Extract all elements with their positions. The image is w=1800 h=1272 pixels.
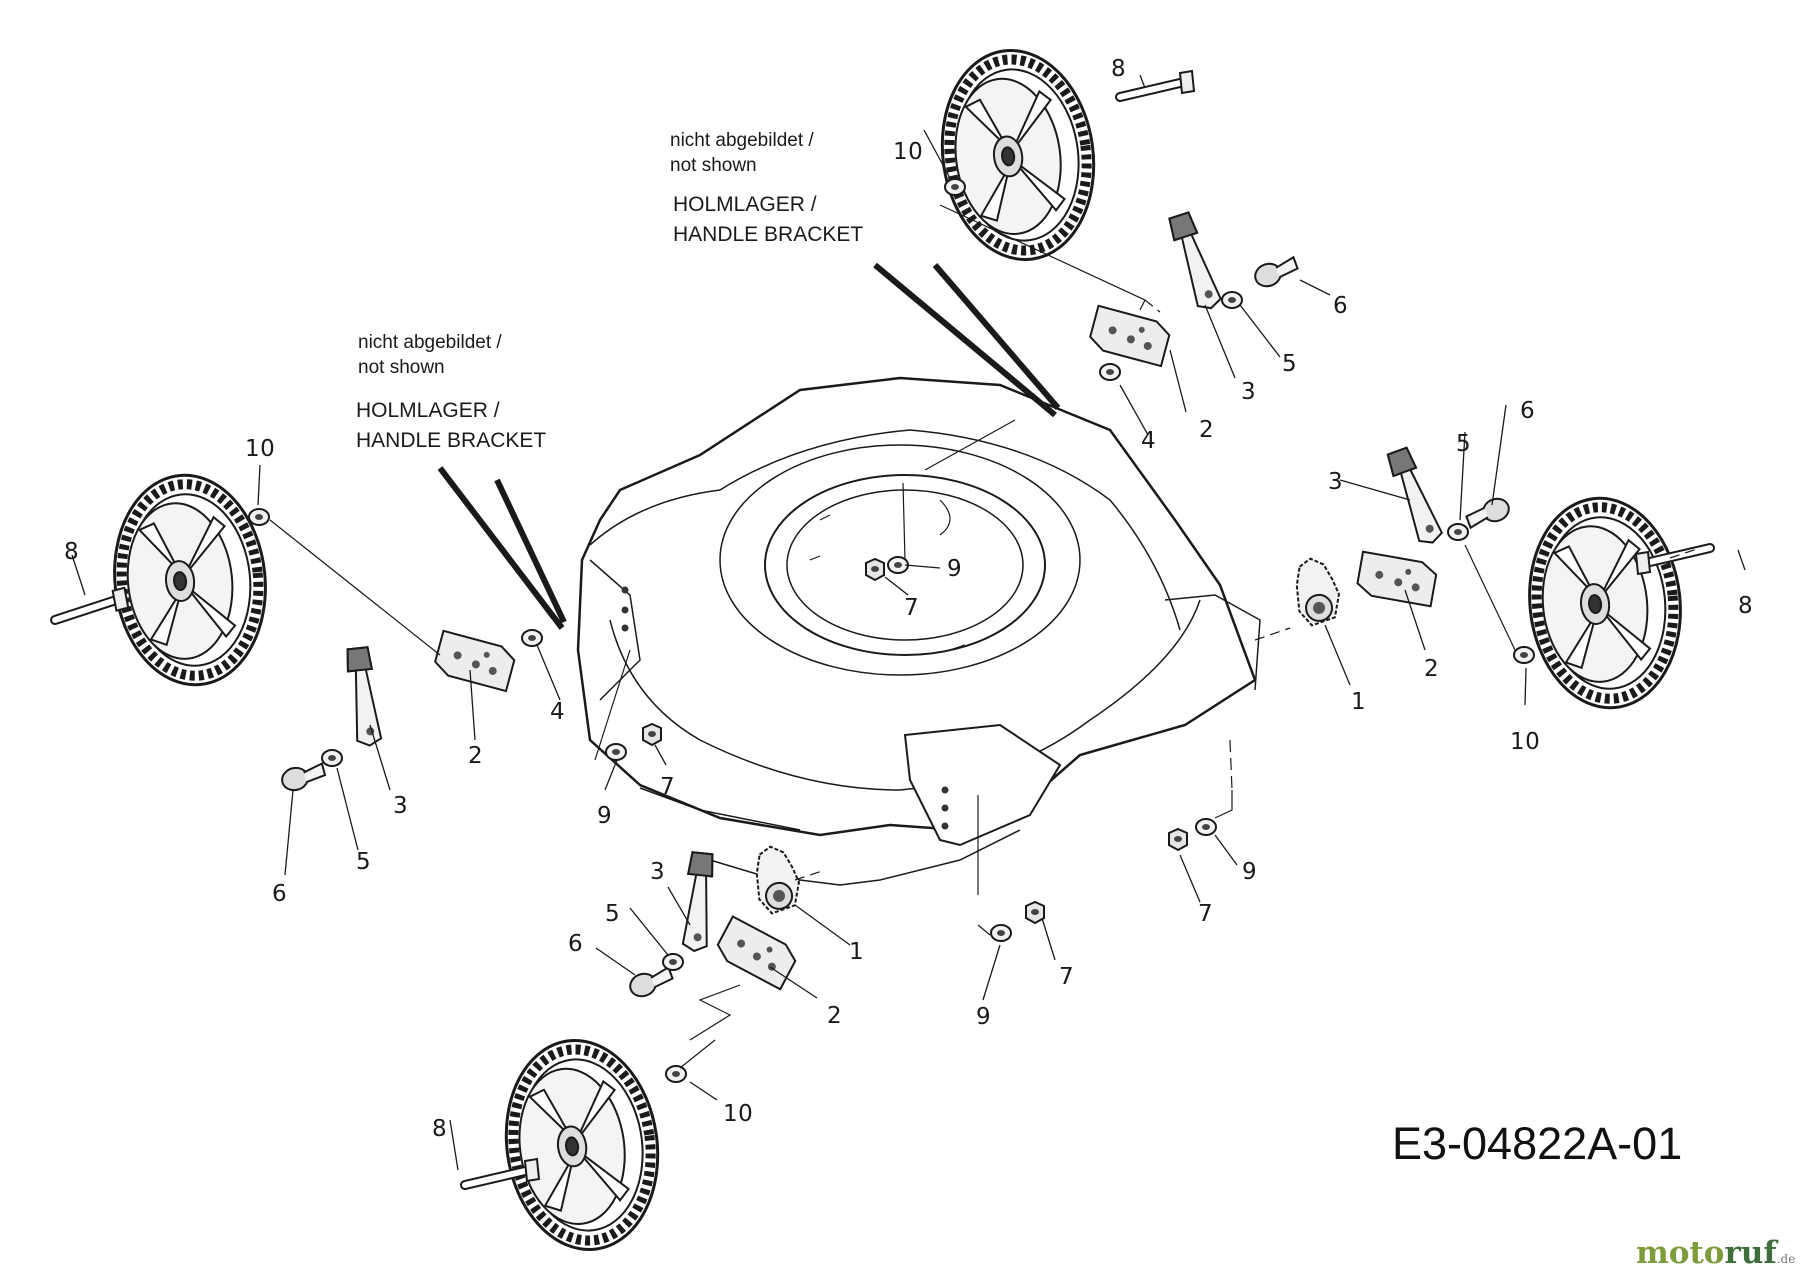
callout: 7 <box>1198 901 1214 927</box>
callout: 8 <box>432 1116 448 1142</box>
callout: 5 <box>356 849 372 875</box>
knob-screw <box>1463 494 1513 532</box>
not-shown-note-left: nicht abgebildet / not shown <box>358 330 502 380</box>
callout: 9 <box>597 803 613 829</box>
assembly-lines <box>269 204 1701 1069</box>
callout: 7 <box>904 595 920 621</box>
handle-bracket-note-right: HOLMLAGER / HANDLE BRACKET <box>673 190 863 250</box>
leader-lines <box>71 74 1746 1171</box>
note-line: not shown <box>670 155 757 176</box>
logo-part: .de <box>1776 1252 1796 1266</box>
not-shown-note-right: nicht abgebildet / not shown <box>670 128 814 178</box>
drawing-code: E3-04822A-01 <box>1392 1118 1683 1169</box>
callout: 4 <box>550 699 566 725</box>
wheel-front-right <box>1519 491 1690 716</box>
height-adjuster <box>1289 553 1345 629</box>
callout: 1 <box>849 939 865 965</box>
axle-bolt <box>465 1159 539 1185</box>
callout: 3 <box>393 793 409 819</box>
wheel-rear-right <box>929 41 1107 270</box>
note-line: nicht abgebildet / <box>358 332 502 353</box>
knob-screw <box>1251 253 1301 291</box>
axle-bolt <box>1120 71 1194 97</box>
height-lever <box>1166 210 1224 314</box>
height-lever <box>344 645 383 749</box>
note-pointers <box>437 262 1061 630</box>
callout: 2 <box>827 1003 843 1029</box>
callout: 4 <box>1141 428 1157 454</box>
callout: 10 <box>245 436 276 462</box>
logo-part: moto <box>1636 1235 1725 1271</box>
note-line: nicht abgebildet / <box>670 130 814 151</box>
callout: 8 <box>1738 593 1754 619</box>
callout: 2 <box>1424 656 1440 682</box>
callout: 9 <box>947 556 963 582</box>
callout: 8 <box>1111 56 1127 82</box>
note-line: HANDLE BRACKET <box>673 223 864 246</box>
callout: 9 <box>1242 859 1258 885</box>
mower-deck <box>576 376 1261 886</box>
note-line: HOLMLAGER / <box>673 193 817 216</box>
height-bracket <box>431 629 518 693</box>
wheel-front-left <box>493 1031 671 1260</box>
height-bracket <box>1354 550 1439 608</box>
callout: 10 <box>723 1101 754 1127</box>
callout: 3 <box>1241 379 1257 405</box>
note-line: HANDLE BRACKET <box>356 429 547 452</box>
height-adjuster <box>749 841 805 917</box>
callout: 6 <box>1520 398 1536 424</box>
motoruf-logo: motoruf.de <box>1636 1235 1795 1271</box>
knob-screw <box>278 759 328 794</box>
handle-bracket-note-left: HOLMLAGER / HANDLE BRACKET <box>356 396 546 456</box>
callout: 7 <box>1059 964 1075 990</box>
callout: 2 <box>468 743 484 769</box>
callout: 5 <box>605 901 621 927</box>
callout: 5 <box>1282 351 1298 377</box>
callout: 6 <box>568 931 584 957</box>
callout: 2 <box>1199 417 1215 443</box>
callout: 8 <box>64 539 80 565</box>
callout: 9 <box>976 1004 992 1030</box>
logo-part: ruf <box>1724 1235 1777 1271</box>
wheel-rear-left <box>104 468 275 693</box>
callout: 6 <box>1333 293 1349 319</box>
callout: 5 <box>1456 431 1472 457</box>
callout: 6 <box>272 881 288 907</box>
callout: 7 <box>660 774 676 800</box>
height-bracket <box>1086 304 1173 368</box>
callout: 10 <box>893 139 924 165</box>
note-line: not shown <box>358 357 445 378</box>
callout: 10 <box>1510 729 1541 755</box>
callout: 1 <box>1351 689 1367 715</box>
height-lever <box>1384 445 1445 549</box>
axle-bolt <box>53 588 129 620</box>
callout: 3 <box>1328 469 1344 495</box>
callout: 3 <box>650 859 666 885</box>
height-lever <box>679 851 718 954</box>
note-line: HOLMLAGER / <box>356 399 500 422</box>
